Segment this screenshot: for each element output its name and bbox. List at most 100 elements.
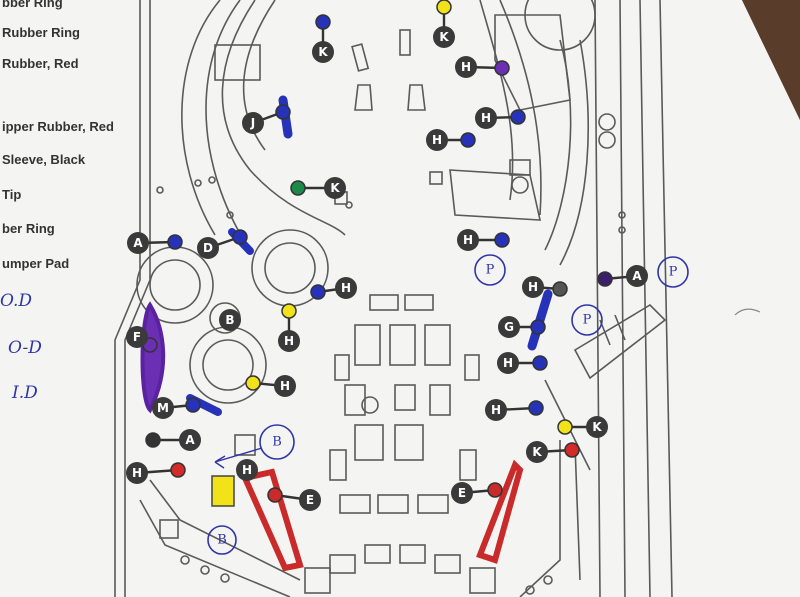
callout-e: E: [267, 487, 321, 511]
callout-bubble: [498, 316, 520, 338]
callout-marker-dot: [436, 0, 452, 15]
hand-note-circle: B: [259, 424, 295, 460]
legend-item: Rubber, Red: [2, 56, 79, 71]
callout-marker-dot: [281, 303, 297, 319]
callout-marker-dot: [530, 319, 546, 335]
callout-bubble: [312, 41, 334, 63]
callout-marker-dot: [245, 375, 261, 391]
callout-k: K: [290, 177, 346, 199]
callout-marker-dot: [170, 462, 186, 478]
callout-e: E: [451, 482, 503, 504]
callout-label: K: [592, 420, 602, 434]
legend-item: umper Pad: [2, 256, 69, 271]
callout-m: M: [152, 397, 201, 419]
callout-marker-dot: [564, 442, 580, 458]
callout-h: H: [278, 303, 300, 352]
callout-k: K: [312, 14, 334, 63]
callout-bubble: [299, 489, 321, 511]
hand-note-circle: B: [207, 525, 237, 555]
callout-label: K: [532, 445, 542, 459]
callout-label: M: [157, 401, 169, 415]
callout-label: K: [439, 30, 449, 44]
callout-marker-dot: [145, 432, 161, 448]
callout-label: J: [250, 116, 255, 130]
callout-h: H: [485, 399, 544, 421]
callout-marker-dot: [167, 234, 183, 250]
callout-bubble: [126, 326, 148, 348]
callout-bubble: [219, 309, 241, 331]
paper-shadow: [742, 0, 800, 120]
marked-parts: [140, 95, 553, 572]
callout-label: H: [242, 463, 252, 477]
legend-item: Sleeve, Black: [2, 152, 86, 167]
callout-marker-dot: [267, 487, 283, 503]
callout-h: H: [475, 107, 526, 129]
callout-label: A: [133, 236, 143, 250]
callout-bubble: [236, 459, 258, 481]
callout-marker-dot: [528, 400, 544, 416]
callout-a: A: [145, 429, 201, 451]
hand-note-circle: P: [474, 254, 506, 286]
callout-bubble: [451, 482, 473, 504]
callout-label: B: [225, 313, 234, 327]
callout-bubble: [526, 441, 548, 463]
callout-label: H: [503, 356, 513, 370]
callout-marker-dot: [290, 180, 306, 196]
legend-item: bber Ring: [2, 0, 63, 10]
callout-label: K: [318, 45, 328, 59]
legend-item: ipper Rubber, Red: [2, 119, 114, 134]
callout-marker-dot: [552, 281, 568, 297]
callout-a: A: [597, 265, 648, 287]
svg-text:B: B: [272, 435, 282, 450]
callout-marker-dot: [494, 232, 510, 248]
svg-text:P: P: [669, 265, 678, 280]
callout-bubble: [485, 399, 507, 421]
callout-bubble: [455, 56, 477, 78]
callout-a: A: [127, 232, 183, 254]
callout-bubble: [626, 265, 648, 287]
callout-label: H: [461, 60, 471, 74]
callout-marker-dot: [494, 60, 510, 76]
legend-handwritten-note: O.D: [0, 291, 32, 311]
callout-bubble: [586, 416, 608, 438]
callout-marker-dot: [557, 419, 573, 435]
callout-label: A: [632, 269, 642, 283]
callout-marker-dot: [460, 132, 476, 148]
callout-marker-dot: [315, 14, 331, 30]
callout-h: H: [310, 277, 357, 300]
callout-k: K: [433, 0, 455, 48]
callout-d: D: [197, 229, 248, 259]
callout-bubble: [274, 375, 296, 397]
callout-label: E: [306, 493, 314, 507]
legend-handwritten-note: O-D: [8, 338, 42, 358]
legend-item: ber Ring: [2, 221, 55, 236]
callout-b: B: [219, 309, 241, 331]
callout-label: H: [491, 403, 501, 417]
legend: bber Ring Rubber Ring Rubber, Red ipper …: [0, 0, 114, 403]
legend-item: Tip: [2, 187, 21, 202]
callout-bubble: [278, 330, 300, 352]
callout-bubble: [497, 352, 519, 374]
callout-bubble: [457, 229, 479, 251]
callout-bubble: [475, 107, 497, 129]
callout-bubble: [127, 232, 149, 254]
callout-label: H: [463, 233, 473, 247]
callout-label: H: [528, 280, 538, 294]
callout-h: H: [457, 229, 510, 251]
callout-label: E: [458, 486, 466, 500]
legend-item: Rubber Ring: [2, 25, 80, 40]
callout-h: H: [522, 276, 568, 298]
callout-bubble: [179, 429, 201, 451]
callout-marker-dot: [310, 284, 326, 300]
callout-marker-dot: [487, 482, 503, 498]
svg-text:P: P: [583, 313, 592, 328]
callout-label: H: [341, 281, 351, 295]
callout-bubble: [152, 397, 174, 419]
callout-bubble: [242, 112, 264, 134]
callout-bubble: [522, 276, 544, 298]
hand-notes: P P P B B: [207, 254, 689, 555]
callout-j: J: [242, 104, 291, 134]
hand-note-circle: P: [571, 304, 603, 336]
